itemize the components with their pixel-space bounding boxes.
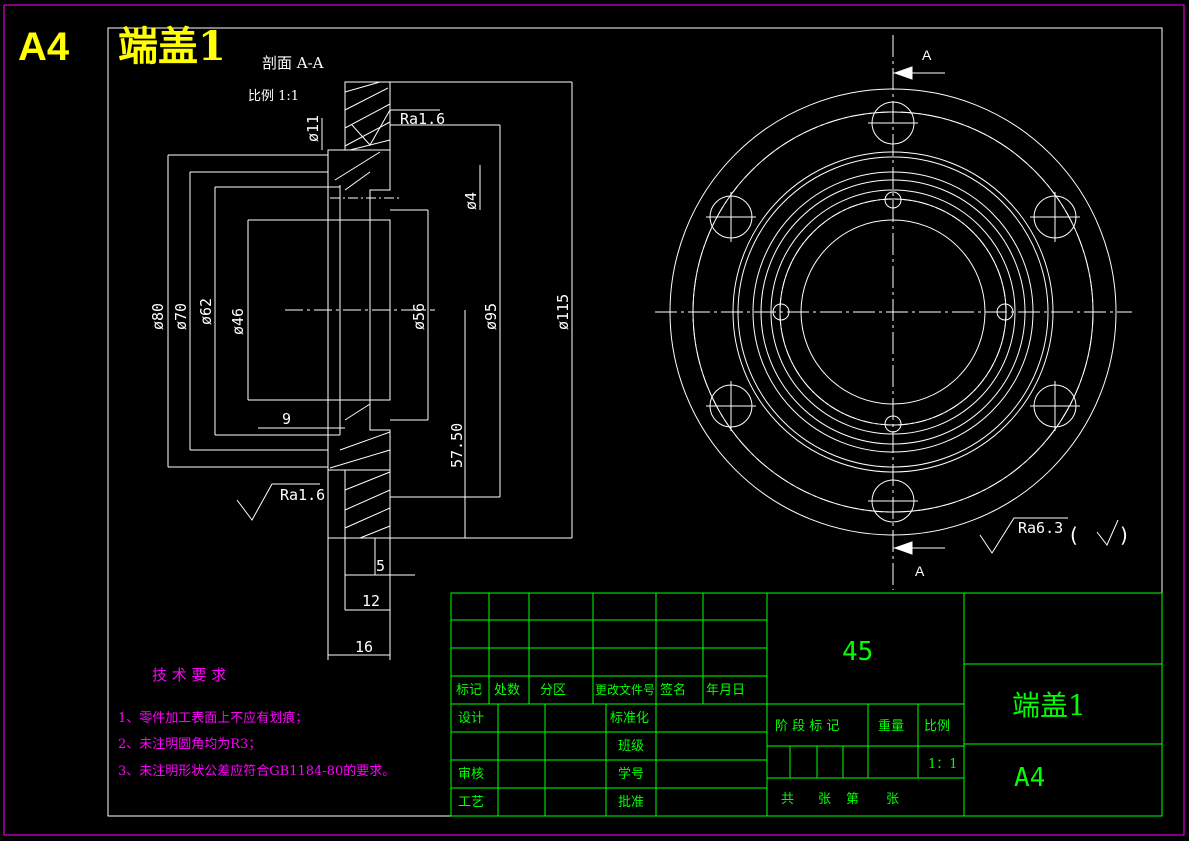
tb-header-zone: 分区 (540, 683, 566, 698)
roughness-paren-close: ) (1120, 523, 1128, 547)
tech-title: 技 术 要 求 (152, 666, 226, 684)
tb-class: 班级 (618, 739, 644, 754)
section-arrow-bottom-label: A (915, 563, 925, 579)
roughness-general-label: Ra6.3 (1018, 519, 1063, 537)
tb-part-name: 端盖1 (1012, 689, 1086, 722)
roughness-paren-open: ( (1070, 523, 1078, 547)
section-view: 剖面 A-A 比例 1:1 (167, 54, 573, 660)
tb-material: 45 (842, 637, 873, 667)
header-title: 端盖1 (118, 23, 226, 70)
tb-scale: 比例 (924, 719, 950, 734)
header-format: A4 (18, 25, 70, 69)
section-hatch (327, 81, 391, 539)
front-view (655, 35, 1132, 590)
dim-5: 5 (376, 557, 385, 575)
dim-d56: ø56 (410, 303, 428, 330)
tb-sheet-size: A4 (1014, 763, 1045, 793)
tb-approve: 批准 (618, 795, 644, 810)
section-title: 剖面 A-A (262, 54, 324, 72)
tb-design: 设计 (458, 711, 484, 726)
tb-header-signature: 签名 (660, 682, 686, 698)
dim-d95: ø95 (482, 303, 500, 330)
tb-review: 审核 (458, 767, 484, 782)
tb-scale-value: 1：1 (928, 757, 958, 772)
outer-frame (3, 4, 1185, 836)
tech-item-3: 3、未注明形状公差应符合GB1184-80的要求。 (118, 763, 395, 779)
tb-total: 共 (781, 792, 794, 807)
roughness-top: Ra1.6 (400, 110, 445, 128)
tb-standardize: 标准化 (610, 711, 649, 726)
tech-item-1: 1、零件加工表面上不应有划痕； (118, 710, 308, 726)
tb-header-date: 年月日 (706, 683, 745, 698)
tb-header-mark: 标记 (456, 683, 482, 698)
tb-sheets: 张 (818, 792, 831, 807)
dim-d4: ø4 (462, 192, 480, 210)
dim-d62: ø62 (197, 298, 215, 325)
roughness-left: Ra1.6 (280, 486, 325, 504)
tb-header-change-doc: 更改文件号 (595, 682, 655, 697)
tb-sheet-no: 第 (846, 792, 859, 807)
dim-16: 16 (355, 638, 373, 656)
dim-d80: ø80 (149, 303, 167, 330)
title-block (450, 592, 1163, 817)
dim-d115: ø115 (554, 294, 572, 330)
dim-d46: ø46 (229, 308, 247, 335)
tb-process: 工艺 (458, 795, 484, 810)
dim-12: 12 (362, 592, 380, 610)
section-arrow-top-label: A (922, 47, 932, 63)
dim-9: 9 (282, 410, 291, 428)
title-block-text: 标记 处数 分区 更改文件号 签名 年月日 设计 标准化 班级 审核 学号 工艺… (456, 682, 958, 810)
tb-header-count: 处数 (494, 683, 520, 698)
tb-weight: 重量 (878, 718, 904, 734)
tb-sheets2: 张 (886, 792, 899, 807)
inner-frame (107, 27, 1163, 817)
section-scale: 比例 1:1 (248, 89, 299, 104)
dim-d11: ø11 (304, 115, 322, 142)
dim-d70: ø70 (172, 303, 190, 330)
tb-stage-mark: 阶 段 标 记 (775, 719, 839, 734)
dim-5750: 57.50 (448, 423, 466, 468)
tb-student-no: 学号 (618, 766, 644, 782)
tech-item-2: 2、未注明圆角均为R3； (118, 737, 261, 752)
roughness-general (979, 517, 1119, 554)
